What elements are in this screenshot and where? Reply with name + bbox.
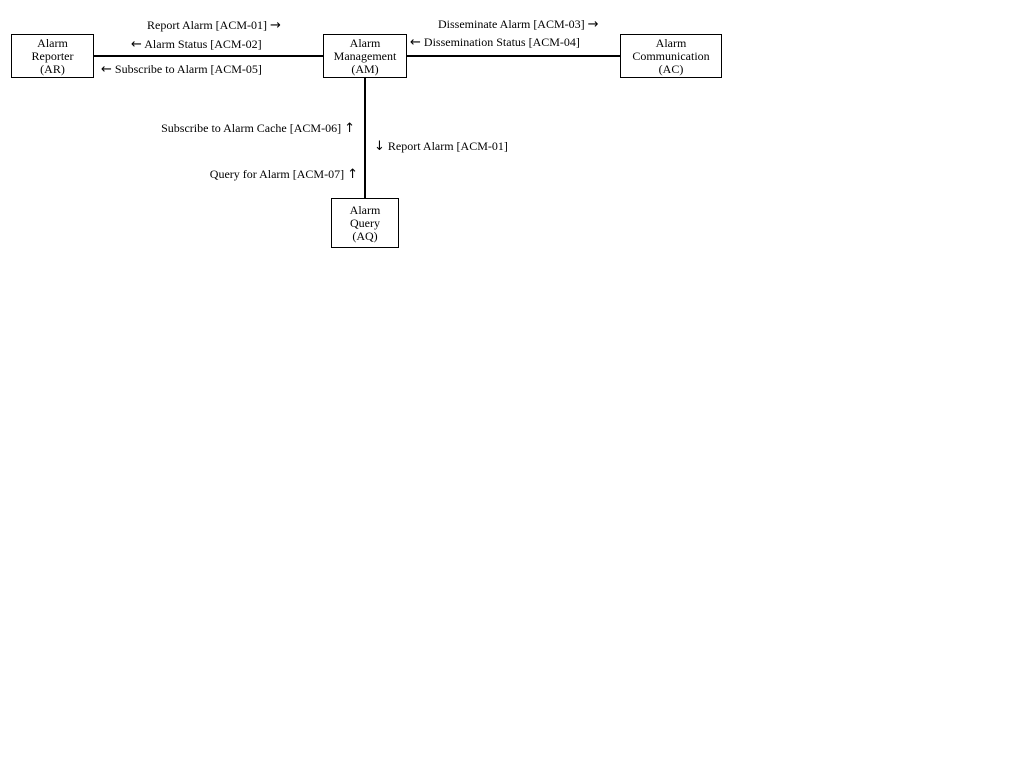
up-arrow-icon: ↑ (347, 167, 358, 182)
message-label: Query for Alarm [ACM-07] (209, 167, 345, 181)
actor-label-line: Query (350, 215, 380, 230)
actor-label-line: Management (333, 48, 397, 63)
actor-label-line: Reporter (31, 48, 74, 63)
message-label: Disseminate Alarm [ACM-03] (438, 17, 585, 31)
message-label: Report Alarm [ACM-01] (147, 18, 267, 32)
actor-label-line: (AQ) (352, 228, 378, 243)
actor-label-line: Communication (632, 48, 710, 63)
message-disseminate-alarm-acm03: Disseminate Alarm [ACM-03] → (438, 17, 599, 32)
alarm-reporter-box: Alarm Reporter (AR) (11, 34, 94, 78)
down-arrow-icon: ↓ (374, 139, 385, 154)
message-report-alarm-acm01: Report Alarm [ACM-01] → (147, 18, 281, 33)
alarm-management-box: Alarm Management (AM) (323, 34, 407, 78)
connector-ar-am (94, 55, 323, 57)
actor-label-line: (AR) (40, 61, 65, 76)
left-arrow-icon: ← (410, 35, 421, 50)
actor-label-line: (AC) (658, 61, 684, 76)
actor-label-line: Alarm (349, 202, 381, 217)
actor-label-line: Alarm (655, 35, 687, 50)
left-arrow-icon: ← (101, 62, 112, 77)
connector-am-aq (364, 78, 366, 198)
message-label: Subscribe to Alarm Cache [ACM-06] (161, 121, 342, 135)
actor-label-line: Alarm (349, 35, 381, 50)
right-arrow-icon: → (269, 18, 281, 33)
alarm-query-box: Alarm Query (AQ) (331, 198, 399, 248)
message-label: Subscribe to Alarm [ACM-05] (114, 62, 262, 76)
actor-label-line: Alarm (37, 35, 68, 50)
left-arrow-icon: ← (131, 37, 142, 52)
message-alarm-status-acm02: ← Alarm Status [ACM-02] (131, 37, 262, 52)
right-arrow-icon: → (587, 17, 599, 32)
message-subscribe-to-alarm-acm05: ← Subscribe to Alarm [ACM-05] (101, 62, 262, 77)
message-label: Dissemination Status [ACM-04] (423, 35, 580, 49)
connector-am-ac (407, 55, 620, 57)
message-report-alarm-acm01-to-query: ↓ Report Alarm [ACM-01] (374, 139, 508, 154)
message-label: Alarm Status [ACM-02] (144, 37, 262, 51)
alarm-communication-box: Alarm Communication (AC) (620, 34, 722, 78)
message-query-for-alarm-acm07: Query for Alarm [ACM-07] ↑ (210, 167, 358, 182)
message-dissemination-status-acm04: ← Dissemination Status [ACM-04] (410, 35, 580, 50)
up-arrow-icon: ↑ (344, 121, 355, 136)
message-subscribe-to-alarm-cache-acm06: Subscribe to Alarm Cache [ACM-06] ↑ (161, 121, 355, 136)
message-label: Report Alarm [ACM-01] (387, 139, 508, 153)
actor-label-line: (AM) (351, 61, 379, 76)
